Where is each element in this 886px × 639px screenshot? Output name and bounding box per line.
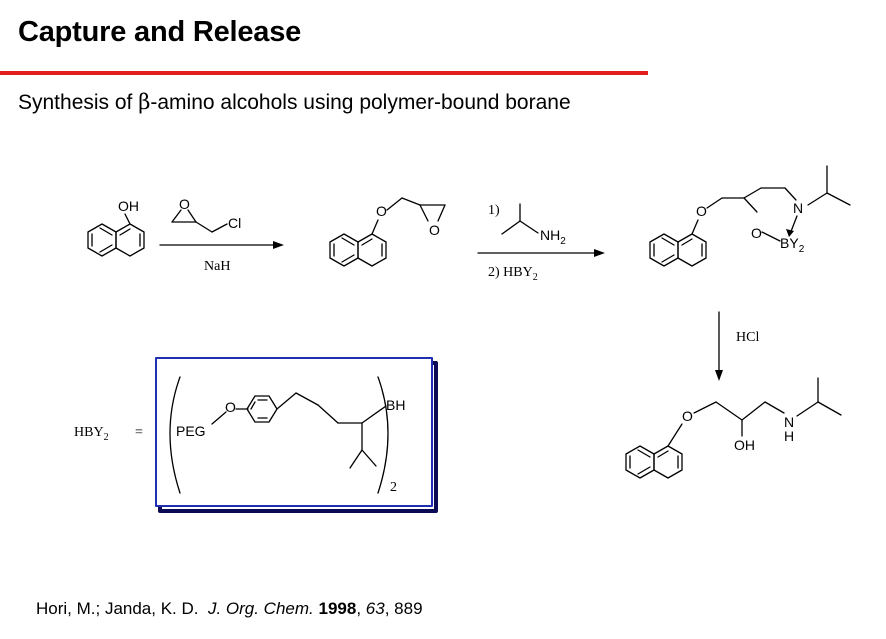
polymer-borane-structure: PEG O BH 2 xyxy=(169,376,405,495)
product-n-label: N xyxy=(784,414,794,430)
equals-sign: = xyxy=(135,425,143,440)
epichlorohydrin-structure: O Cl xyxy=(171,196,241,233)
condition-nah: NaH xyxy=(204,259,230,274)
reference-volume: 63 xyxy=(365,599,385,618)
naphthol-ring-b xyxy=(115,223,145,257)
reference-pages: 889 xyxy=(394,599,423,618)
reaction-arrow-1 xyxy=(159,241,284,249)
condition-step1: 1) xyxy=(488,203,500,218)
reaction-arrow-2 xyxy=(477,249,605,257)
reference-year: 1998 xyxy=(318,599,357,618)
slide-title: Capture and Release xyxy=(18,16,302,48)
ether-o-label: O xyxy=(376,203,387,219)
naphthol-oh-label: OH xyxy=(118,198,139,214)
intermediate-ether-o: O xyxy=(696,203,707,219)
title-underline xyxy=(0,71,648,75)
ring-boron-label: BY2 xyxy=(780,235,805,255)
polymer-borane-box xyxy=(155,357,438,513)
reaction-arrow-3 xyxy=(715,311,723,381)
reference-journal: J. Org. Chem. xyxy=(207,599,314,618)
product-h-label: H xyxy=(784,428,794,444)
slide-subtitle: Synthesis of β-amino alcohols using poly… xyxy=(18,90,571,115)
left-parenthesis xyxy=(169,376,181,494)
peg-label: PEG xyxy=(176,423,206,439)
subtitle-rest: -amino alcohols using polymer-bound bora… xyxy=(150,91,571,114)
subtitle-beta: β xyxy=(138,90,151,114)
naphthol-oh-bond xyxy=(124,213,131,225)
reference-authors: Hori, M.; Janda, K. D. xyxy=(36,599,199,618)
ring-n-label: N xyxy=(793,200,803,216)
product-structure: O OH N H xyxy=(625,377,842,479)
condition-step2: 2) HBY2 xyxy=(488,265,538,283)
oxazaborolidine-structure: O N O BY2 xyxy=(649,165,851,267)
glycidyl-ether-structure: O O xyxy=(329,197,446,267)
literature-reference: Hori, M.; Janda, K. D. J. Org. Chem. 199… xyxy=(36,599,423,618)
boron-h-label: BH xyxy=(386,397,405,413)
chloro-label: Cl xyxy=(228,215,241,231)
ring-o-label: O xyxy=(751,225,762,241)
peg-ether-o: O xyxy=(225,399,236,415)
condition-hcl: HCl xyxy=(736,330,759,345)
reagent-label: HBY2 xyxy=(74,425,109,443)
right-parenthesis xyxy=(377,376,389,494)
product-ether-o: O xyxy=(682,408,693,424)
epoxide-o-label-2: O xyxy=(429,222,440,238)
epoxide-o-label: O xyxy=(179,196,190,212)
isopropylamine-structure: NH2 xyxy=(501,203,566,247)
naphthol-structure: OH xyxy=(87,198,145,257)
subtitle-prefix: Synthesis of xyxy=(18,91,139,114)
product-oh-label: OH xyxy=(734,437,755,453)
polymer-subscript: 2 xyxy=(390,480,397,495)
amine-nh-label: NH2 xyxy=(540,227,566,247)
